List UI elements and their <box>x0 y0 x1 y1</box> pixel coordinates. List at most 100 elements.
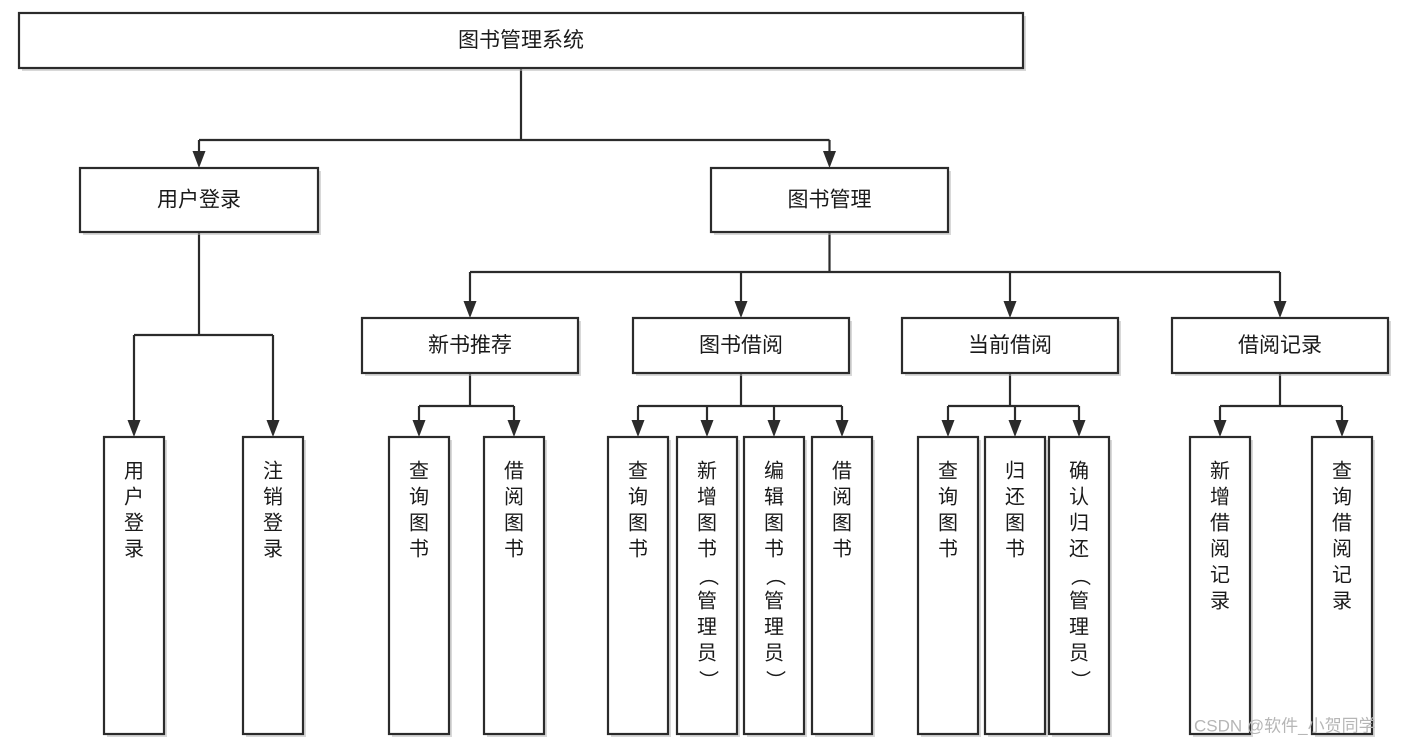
svg-text:询: 询 <box>628 485 648 508</box>
connector-edge-bookmgmt-children <box>463 232 1287 318</box>
svg-text:用: 用 <box>124 460 144 482</box>
connector-edge-newbook-children <box>412 373 521 437</box>
svg-text:书: 书 <box>628 537 648 560</box>
connectors-layer <box>127 68 1349 437</box>
node-box[interactable] <box>709 166 950 234</box>
svg-text:管: 管 <box>697 589 717 612</box>
svg-text:查: 查 <box>409 459 429 482</box>
svg-text:销: 销 <box>263 485 283 508</box>
node-box[interactable] <box>606 435 670 736</box>
node-box[interactable] <box>810 435 874 736</box>
node-box[interactable] <box>1310 435 1374 736</box>
node-book-borrow[interactable]: 图书借阅 <box>631 316 852 376</box>
svg-text:书: 书 <box>832 537 852 560</box>
svg-text:注: 注 <box>263 459 283 482</box>
node-box[interactable] <box>482 435 546 736</box>
svg-text:还: 还 <box>1005 485 1025 508</box>
svg-text:员: 员 <box>764 642 784 664</box>
node-box[interactable] <box>631 316 851 375</box>
node-root[interactable]: 图书管理系统 <box>17 11 1026 71</box>
svg-text:认: 认 <box>1069 485 1089 508</box>
node-label: 图书管理 <box>788 189 872 212</box>
svg-text:图: 图 <box>764 512 784 534</box>
svg-text:图: 图 <box>409 512 429 534</box>
node-box[interactable] <box>1170 316 1390 375</box>
svg-text:记: 记 <box>1210 563 1230 586</box>
svg-text:询: 询 <box>938 485 958 508</box>
svg-text:图: 图 <box>1005 512 1025 534</box>
node-box[interactable] <box>916 435 980 736</box>
svg-text:书: 书 <box>697 537 717 560</box>
node-user-login[interactable]: 用户登录 <box>78 166 321 235</box>
svg-text:确: 确 <box>1069 459 1089 482</box>
svg-text:增: 增 <box>697 485 717 508</box>
connector-edge-root-children <box>192 68 836 168</box>
svg-text:辑: 辑 <box>764 485 784 508</box>
svg-text:登: 登 <box>124 511 144 534</box>
svg-text:图: 图 <box>504 512 524 534</box>
node-box[interactable] <box>387 435 451 736</box>
node-box[interactable] <box>78 166 320 234</box>
svg-text:登: 登 <box>263 511 283 534</box>
svg-text:录: 录 <box>1210 590 1230 612</box>
svg-text:询: 询 <box>409 485 429 508</box>
svg-text:阅: 阅 <box>832 485 852 508</box>
node-box[interactable] <box>1047 435 1111 736</box>
node-box[interactable] <box>742 435 806 736</box>
connector-edge-userlogin-children <box>127 232 280 437</box>
svg-text:（: （ <box>764 566 787 586</box>
node-leaf-user-login[interactable]: 用户登录 <box>102 435 167 737</box>
node-box[interactable] <box>983 435 1047 736</box>
node-label: 用户登录 <box>124 460 144 560</box>
node-box[interactable] <box>241 435 305 736</box>
svg-text:归: 归 <box>1069 511 1089 534</box>
svg-text:询: 询 <box>1332 485 1352 508</box>
node-new-book-recommend[interactable]: 新书推荐 <box>360 316 581 376</box>
svg-text:书: 书 <box>504 537 524 560</box>
node-box[interactable] <box>360 316 580 375</box>
node-box[interactable] <box>1188 435 1252 736</box>
svg-text:借: 借 <box>504 459 524 482</box>
node-label: 用户登录 <box>157 189 241 212</box>
svg-text:）: ） <box>764 670 787 690</box>
node-box[interactable] <box>900 316 1120 375</box>
connector-edge-bookborrow-children <box>631 373 849 437</box>
svg-text:员: 员 <box>697 642 717 664</box>
node-label: 借阅记录 <box>1238 334 1322 357</box>
node-box[interactable] <box>675 435 739 736</box>
node-label: 当前借阅 <box>968 334 1052 357</box>
svg-text:借: 借 <box>1210 511 1230 534</box>
node-book-management[interactable]: 图书管理 <box>709 166 951 235</box>
node-borrow-record[interactable]: 借阅记录 <box>1170 316 1391 376</box>
svg-text:借: 借 <box>1332 511 1352 534</box>
node-box[interactable] <box>102 435 166 736</box>
svg-text:员: 员 <box>1069 642 1089 664</box>
svg-text:还: 还 <box>1069 537 1089 560</box>
svg-text:（: （ <box>1069 566 1092 586</box>
node-box[interactable] <box>17 11 1025 70</box>
node-current-borrow[interactable]: 当前借阅 <box>900 316 1121 376</box>
csdn-watermark: CSDN @软件_小贺同学 <box>1194 716 1376 735</box>
nodes-layer: 图书管理系统用户登录图书管理新书推荐图书借阅当前借阅借阅记录用户登录注销登录查询… <box>17 11 1391 737</box>
svg-text:借: 借 <box>832 459 852 482</box>
